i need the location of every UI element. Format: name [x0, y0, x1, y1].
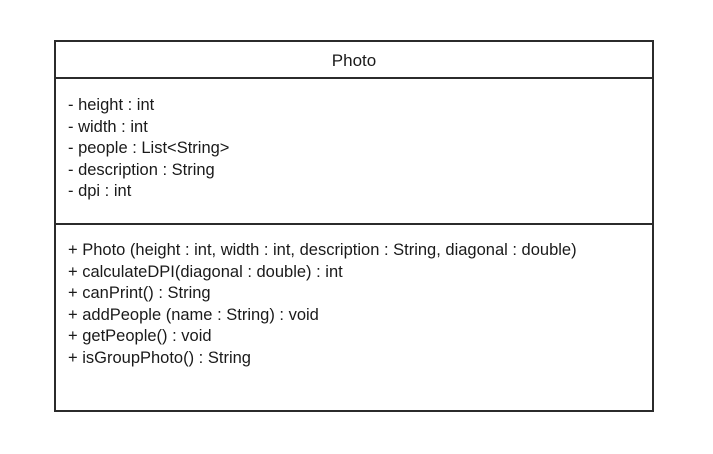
method-calculate-dpi: + calculateDPI(diagonal : double) : int — [68, 262, 343, 281]
method-add-people: + addPeople (name : String) : void — [68, 305, 319, 324]
uml-class-photo: Photo - height : int - width : int - peo… — [54, 40, 654, 412]
class-name: Photo — [56, 42, 652, 79]
method-constructor: + Photo (height : int, width : int, desc… — [68, 241, 577, 259]
attribute-people: - people : List<String> — [68, 139, 230, 158]
attribute-width: - width : int — [68, 117, 148, 136]
method-can-print: + canPrint() : String — [68, 284, 211, 303]
attribute-description: - description : String — [68, 160, 215, 179]
methods-compartment: + Photo (height : int, width : int, desc… — [56, 225, 652, 370]
attribute-dpi: - dpi : int — [68, 182, 132, 201]
attributes-compartment: - height : int - width : int - people : … — [56, 79, 652, 225]
method-get-people: + getPeople() : void — [68, 327, 212, 346]
method-is-group-photo: + isGroupPhoto() : String — [68, 348, 251, 367]
attribute-height: - height : int — [68, 96, 155, 114]
